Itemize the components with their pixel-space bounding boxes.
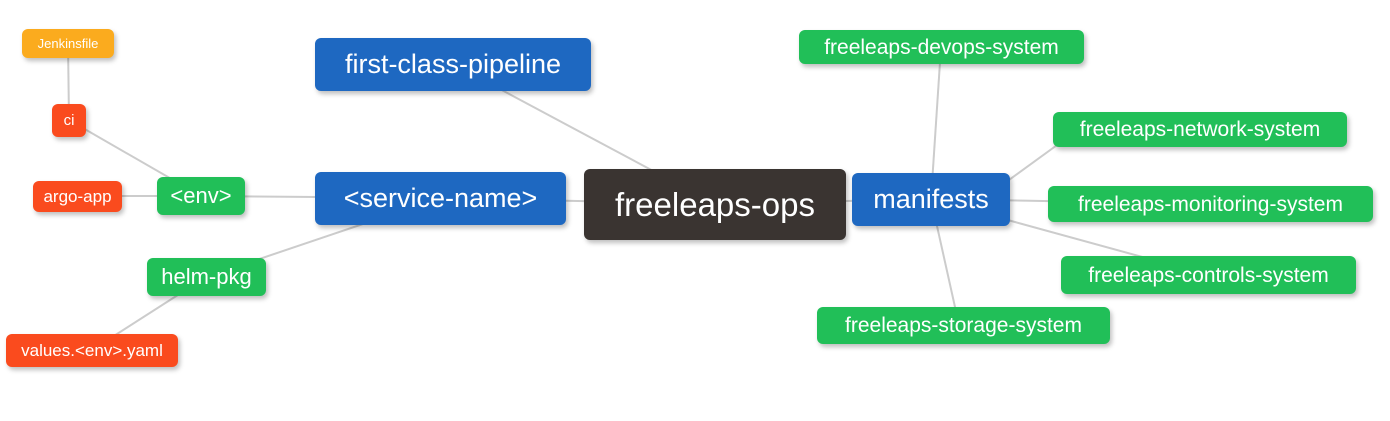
node-controls-system[interactable]: freeleaps-controls-system <box>1061 256 1356 294</box>
node-service-name[interactable]: <service-name> <box>315 172 566 225</box>
node-storage-system[interactable]: freeleaps-storage-system <box>817 307 1110 344</box>
node-monitoring-system[interactable]: freeleaps-monitoring-system <box>1048 186 1373 222</box>
node-argo-app[interactable]: argo-app <box>33 181 122 212</box>
node-manifests[interactable]: manifests <box>852 173 1010 226</box>
node-freeleaps-ops[interactable]: freeleaps-ops <box>584 169 846 240</box>
node-devops-system[interactable]: freeleaps-devops-system <box>799 30 1084 64</box>
node-env[interactable]: <env> <box>157 177 245 215</box>
node-network-system[interactable]: freeleaps-network-system <box>1053 112 1347 147</box>
node-jenkinsfile[interactable]: Jenkinsfile <box>22 29 114 58</box>
node-first-class-pipeline[interactable]: first-class-pipeline <box>315 38 591 91</box>
node-values-yaml[interactable]: values.<env>.yaml <box>6 334 178 367</box>
node-helm-pkg[interactable]: helm-pkg <box>147 258 266 296</box>
node-ci[interactable]: ci <box>52 104 86 137</box>
